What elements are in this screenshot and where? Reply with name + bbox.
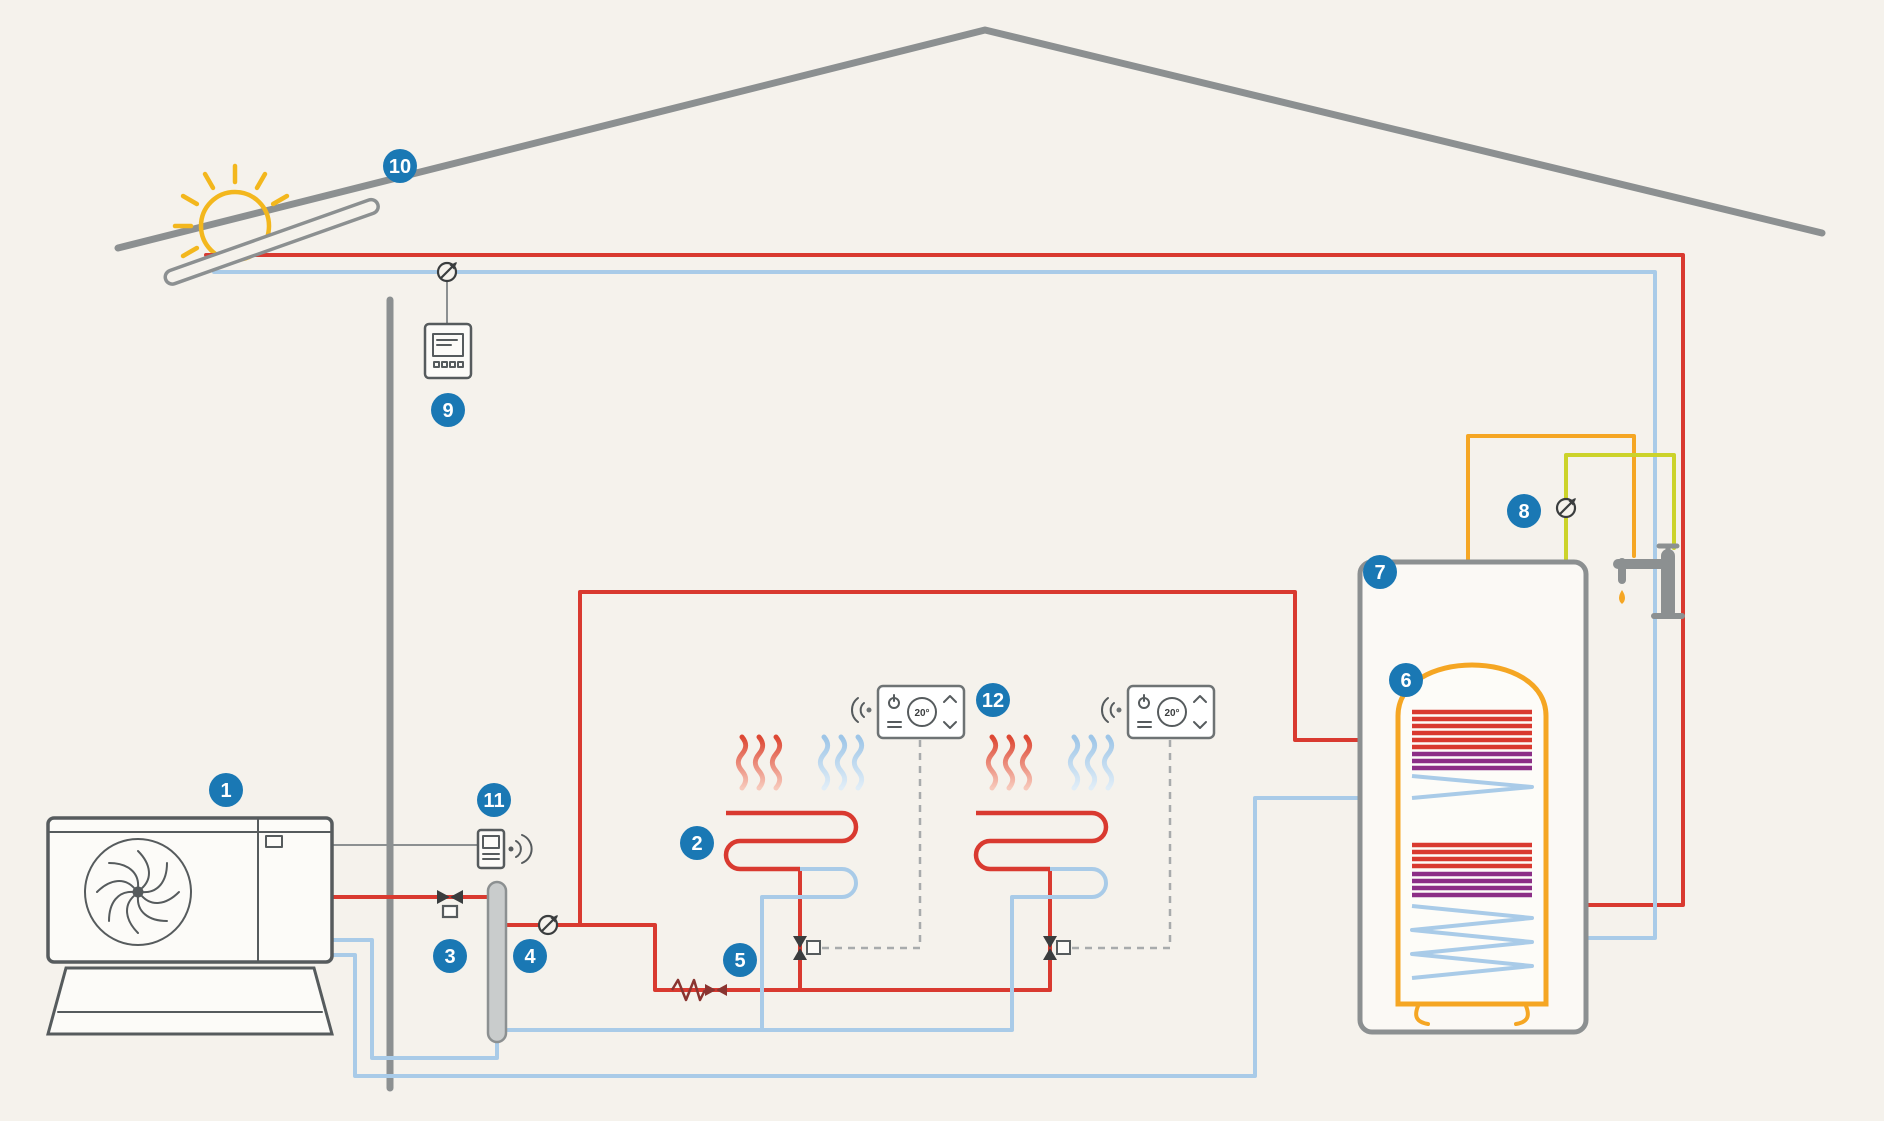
chevron-up-icon — [943, 695, 957, 703]
hot-water-pipe — [1466, 434, 1636, 648]
zone-valve-icon — [793, 936, 821, 960]
svg-text:9: 9 — [442, 400, 453, 422]
temperature-dial — [1157, 697, 1187, 727]
room-thermostat-2: 20° — [1101, 684, 1216, 740]
svg-text:2: 2 — [691, 833, 702, 855]
power-icon — [888, 694, 900, 709]
badge-4-hydraulic-separator: 4 — [513, 939, 547, 973]
chevron-down-icon — [1193, 721, 1207, 729]
chevron-down-icon — [943, 721, 957, 729]
dhw-cylinder — [1357, 559, 1589, 1035]
outdoor-unit-base — [46, 966, 334, 1036]
badge-3-valve: 3 — [433, 939, 467, 973]
heat-waves-hot-icon — [985, 734, 1033, 791]
heat-waves-hot-icon — [735, 734, 783, 791]
badge-8-water-sensor: 8 — [1507, 494, 1541, 528]
badge-6-heat-exchanger-coil: 6 — [1389, 663, 1423, 697]
vessel-feet — [1414, 1004, 1530, 1026]
wireless-receiver — [476, 828, 533, 870]
system-controller — [423, 322, 473, 380]
solar-flow-pipe — [204, 253, 1685, 907]
wifi-icon — [851, 697, 872, 723]
sensor-icon — [537, 914, 559, 936]
lower-coil — [1410, 842, 1534, 980]
temperature-dial — [907, 697, 937, 727]
svg-text:5: 5 — [734, 950, 745, 972]
cylinder-flow-pipe — [578, 590, 1416, 927]
svg-text:11: 11 — [483, 790, 504, 812]
badge-2-floor-heating: 2 — [680, 826, 714, 860]
collector-sensor-icon — [436, 261, 458, 283]
svg-text:10: 10 — [389, 156, 411, 178]
room-thermostat-1: 20° — [851, 684, 966, 740]
floor-heating-circuit-1 — [723, 810, 859, 1030]
fan-icon — [84, 838, 192, 946]
menu-icon — [1137, 721, 1152, 728]
badge-12-room-thermostat: 12 — [976, 683, 1010, 717]
svg-text:3: 3 — [444, 946, 455, 968]
svg-text:7: 7 — [1374, 562, 1385, 584]
svg-text:6: 6 — [1400, 670, 1411, 692]
bypass-valve-icon — [670, 978, 727, 1002]
floor-heating-circuit-2 — [973, 810, 1109, 1030]
badge-7-dhw-cylinder: 7 — [1363, 555, 1397, 589]
badge-10-solar-collector: 10 — [383, 149, 417, 183]
heat-waves-cool-icon — [1067, 734, 1115, 791]
floor-flow-manifold-pipe — [578, 923, 1052, 992]
wifi-icon — [1101, 697, 1122, 723]
solar-collector-panel — [163, 197, 380, 286]
upper-coil — [1411, 709, 1534, 800]
separator-return-pipe — [330, 938, 499, 1060]
svg-text:12: 12 — [982, 690, 1004, 712]
thermostat2-control-line — [1070, 740, 1172, 950]
water-sensor-icon — [1555, 497, 1577, 519]
menu-icon — [887, 721, 902, 728]
solar-return-pipe — [212, 270, 1657, 940]
hydraulic-separator — [486, 880, 508, 1044]
water-drop-icon — [1619, 590, 1625, 604]
shutoff-valve-icon — [437, 890, 463, 919]
badge-9-system-controller: 9 — [431, 393, 465, 427]
wifi-icon — [508, 834, 533, 864]
thermostat1-control-line — [820, 740, 922, 950]
heat-pump-unit — [46, 816, 334, 1036]
faucet-icon — [1613, 543, 1685, 619]
heat-waves-cool-icon — [817, 734, 865, 791]
badge-1-heat-pump: 1 — [209, 773, 243, 807]
badge-5-bypass-valve: 5 — [723, 943, 757, 977]
chevron-up-icon — [1193, 695, 1207, 703]
temperature-readout: 20° — [914, 708, 929, 719]
cylinder-return-pipe — [330, 796, 1416, 1078]
svg-text:8: 8 — [1518, 501, 1529, 523]
svg-text:1: 1 — [220, 780, 231, 802]
badge-11-wireless-receiver: 11 — [477, 783, 511, 817]
zone-valve-icon — [1043, 936, 1071, 960]
temperature-readout: 20° — [1164, 708, 1179, 719]
power-icon — [1138, 694, 1150, 709]
svg-text:4: 4 — [524, 946, 536, 968]
